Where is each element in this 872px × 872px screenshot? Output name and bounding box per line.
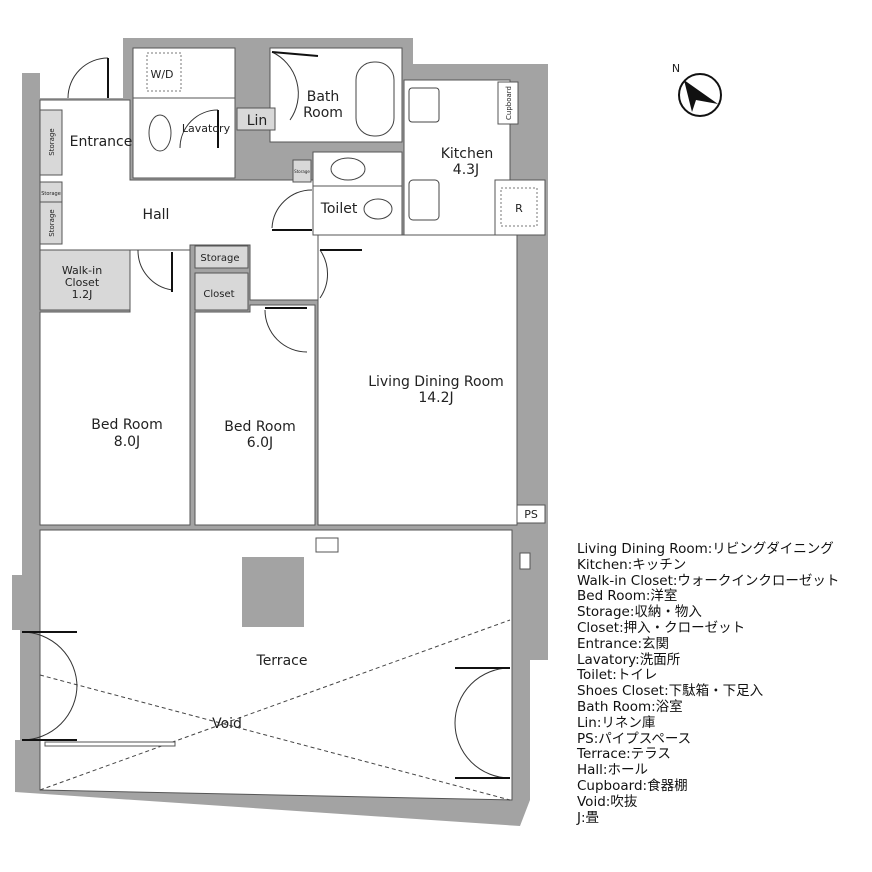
label-entrance: Entrance (70, 134, 133, 150)
label-wic-1: Walk-in (62, 264, 102, 277)
terrace-fixture (315, 537, 339, 553)
walk-in-closet (39, 249, 131, 311)
legend-item: Cupboard:食器棚 (577, 777, 688, 794)
storage-left-1 (39, 109, 63, 176)
legend-item: Walk-in Closet:ウォークインクローゼット (577, 572, 840, 589)
legend-item: Entrance:玄関 (577, 635, 670, 652)
label-kitchen: Kitchen (441, 146, 494, 162)
label-fridge: R (515, 202, 523, 215)
lavatory (132, 47, 236, 179)
linen-storage (236, 107, 276, 131)
label-hall: Hall (143, 207, 170, 223)
label-terrace: Terrace (256, 653, 308, 669)
terrace-rail (44, 741, 176, 747)
label-kitchen-size: 4.3J (453, 162, 479, 178)
living-dining-room (317, 234, 518, 526)
bed-room-1 (39, 249, 191, 526)
terrace-vent (519, 552, 531, 570)
legend-item: Toilet:トイレ (577, 667, 658, 684)
legend-item: Kitchen:キッチン (577, 556, 687, 573)
legend: Living Dining Room:リビングダイニング Kitchen:キッチ… (577, 541, 840, 826)
kitchen (403, 79, 511, 236)
legend-item: Bath Room:浴室 (577, 698, 683, 715)
doors (21, 51, 511, 779)
label-bed2-size: 6.0J (247, 435, 273, 451)
north-arrow-icon: N (672, 62, 722, 117)
label-lavatory: Lavatory (182, 122, 231, 135)
label-cupboard: Cupboard (505, 86, 513, 120)
legend-item: Shoes Closet:下駄箱・下足入 (577, 683, 764, 700)
label-toilet: Toilet (320, 201, 358, 217)
label-closet: Closet (203, 289, 234, 300)
legend-item: Hall:ホール (577, 762, 648, 779)
label-bed1: Bed Room (91, 417, 162, 433)
void-line (39, 619, 511, 791)
legend-item: Bed Room:洋室 (577, 588, 678, 605)
pipe-space (516, 504, 546, 524)
label-bed1-size: 8.0J (114, 434, 140, 450)
label-bath-1: Bath (307, 89, 340, 105)
legend-item: Closet:押入・クローゼット (577, 619, 746, 636)
label-wic-2: Closet (65, 276, 100, 289)
label-bed2: Bed Room (224, 419, 295, 435)
terrace (39, 529, 513, 801)
label-ldr-size: 14.2J (418, 390, 453, 406)
label-bath-2: Room (303, 105, 343, 121)
closet (194, 272, 249, 311)
legend-item: PS:パイプスペース (577, 730, 692, 747)
bathtub-icon (355, 61, 395, 137)
label-storage-left-2: Storage (41, 191, 61, 197)
washbasin-icon (330, 157, 366, 181)
compass-label: N (672, 62, 680, 75)
washer-dryer (146, 52, 182, 92)
legend-item: Lin:リネン庫 (577, 714, 656, 731)
label-storage-left-3: Storage (48, 209, 56, 236)
label-ps: PS (524, 508, 538, 521)
label-lin: Lin (247, 113, 268, 129)
cupboard (497, 81, 519, 125)
label-storage-mid: Storage (200, 253, 239, 264)
storage-left-3 (39, 201, 63, 245)
label-void: Void (212, 716, 242, 732)
legend-item: Void:吹抜 (577, 793, 638, 810)
label-storage-left-1: Storage (48, 128, 56, 155)
kitchen-sink-icon (408, 179, 440, 221)
label-wic-size: 1.2J (72, 288, 93, 301)
label-wd: W/D (150, 68, 173, 81)
toilet-storage (292, 159, 312, 183)
legend-item: Terrace:テラス (577, 746, 671, 763)
legend-item: Storage:収納・物入 (577, 604, 702, 621)
label-storage-toilet: Storage (294, 169, 310, 174)
bath-room (269, 47, 403, 143)
storage-mid (194, 245, 249, 269)
toilet (312, 151, 403, 236)
terrace-column (242, 557, 304, 627)
legend-item: J:畳 (577, 809, 600, 826)
legend-item: Lavatory:洗面所 (577, 651, 681, 668)
label-ldr: Living Dining Room (368, 374, 504, 390)
toilet-icon (363, 198, 393, 220)
sink-icon (148, 114, 172, 152)
fridge-outline (500, 187, 538, 227)
stove-icon (408, 87, 440, 123)
legend-item: Living Dining Room:リビングダイニング (577, 541, 834, 557)
bed-room-2 (194, 304, 316, 526)
